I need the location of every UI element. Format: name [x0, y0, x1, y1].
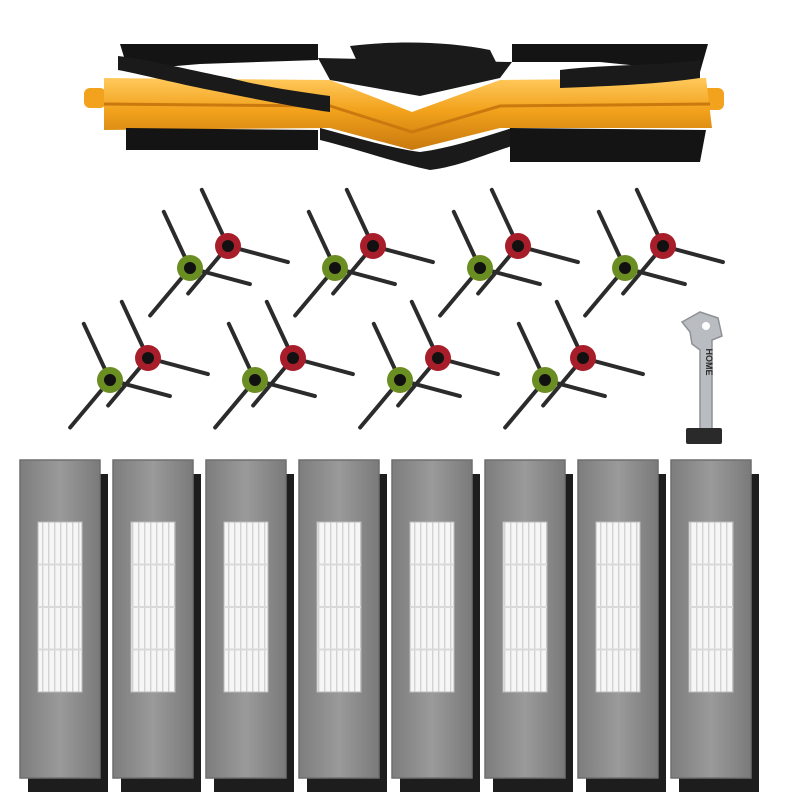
filter	[484, 459, 573, 792]
roller-fin-upper-left	[120, 44, 318, 70]
main-roller-brush	[84, 42, 724, 170]
roller-core-groove	[103, 102, 711, 134]
cleaning-tool-bristles	[686, 428, 722, 444]
side-brush	[68, 321, 172, 430]
side-brush	[541, 299, 645, 408]
side-brush-hub-center	[104, 374, 116, 386]
filter-frame	[298, 459, 380, 779]
side-brush-hub-center	[512, 240, 524, 252]
side-brush-hub-center	[287, 352, 299, 364]
side-brush-hub-center	[394, 374, 406, 386]
roller-end-cap-left	[84, 88, 106, 108]
side-brush-hub-center	[142, 352, 154, 364]
cleaning-tool-body	[680, 311, 723, 431]
side-brush-hub-center	[367, 240, 379, 252]
side-brush-hub-center	[249, 374, 261, 386]
side-brush-hub-center	[619, 262, 631, 274]
side-brush	[186, 187, 290, 296]
cleaning-tool-label: HOME	[704, 349, 714, 376]
side-brush	[148, 209, 252, 318]
side-brush	[476, 187, 580, 296]
side-brush	[396, 299, 500, 408]
roller-fin-lower-left	[126, 128, 318, 150]
side-brush	[358, 321, 462, 430]
side-brush-hub-center	[657, 240, 669, 252]
cleaning-tool: HOME	[680, 311, 723, 444]
side-brush	[213, 321, 317, 430]
cleaning-tool-hole	[702, 322, 710, 330]
filter	[112, 459, 201, 792]
side-brush-hub-center	[432, 352, 444, 364]
roller-fin-lower-right	[510, 128, 706, 162]
side-brush-hub-center	[474, 262, 486, 274]
side-brush	[621, 187, 725, 296]
filter	[298, 459, 387, 792]
side-brush	[438, 209, 542, 318]
side-brush	[293, 209, 397, 318]
side-brush	[583, 209, 687, 318]
side-brush	[106, 299, 210, 408]
side-brush	[331, 187, 435, 296]
filter	[205, 459, 294, 792]
filter	[391, 459, 480, 792]
hepa-filters	[19, 459, 759, 792]
roller-bristles-top	[350, 42, 500, 70]
filter-frame	[205, 459, 287, 779]
side-brush-hub-center	[329, 262, 341, 274]
side-brush-hub-center	[577, 352, 589, 364]
side-brushes	[68, 187, 725, 430]
roller-bristles-right	[560, 60, 700, 88]
roller-bristles-bottom	[320, 128, 512, 170]
roller-fin-upper-center	[318, 58, 512, 96]
filter	[670, 459, 759, 792]
side-brush-hub-center	[539, 374, 551, 386]
side-brush-hub-center	[222, 240, 234, 252]
roller-bristles-left	[118, 56, 330, 112]
filter	[19, 459, 108, 792]
filter	[577, 459, 666, 792]
side-brush	[251, 299, 355, 408]
side-brush	[503, 321, 607, 430]
side-brush-hub-center	[184, 262, 196, 274]
